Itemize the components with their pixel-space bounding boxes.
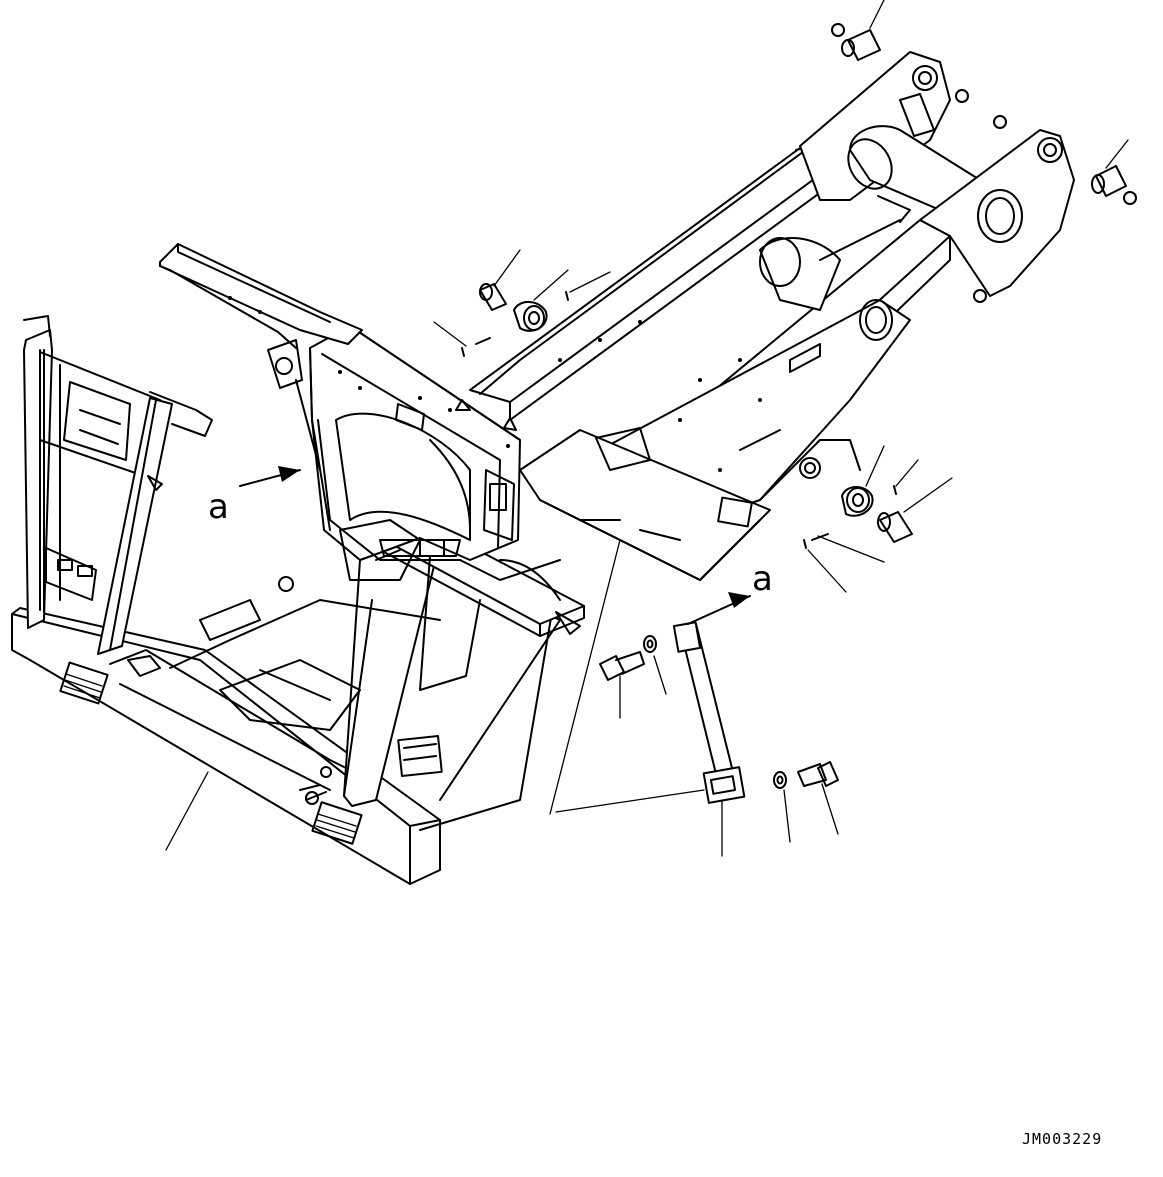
bumper-grille-left: [60, 663, 107, 704]
front-frame: [470, 52, 1074, 580]
callout-letter-left: a: [208, 487, 229, 527]
upper-left-arm: [160, 244, 362, 348]
pin-upper: [480, 284, 506, 310]
washer-lower: [774, 772, 786, 788]
seal-ring-3: [994, 116, 1006, 128]
pin-lower: [880, 512, 912, 542]
arrow-head-left: [278, 466, 300, 482]
rops-post-right: [344, 538, 438, 806]
arrow-head-right: [728, 592, 750, 608]
bumper-grille-right: [312, 802, 361, 844]
view-arrow-right: a: [688, 559, 773, 624]
drawing-code: JM003229: [1022, 1130, 1102, 1148]
rops-frame-left: [40, 350, 160, 612]
cylinder-middle: [760, 238, 840, 310]
front-tower-lower: [920, 130, 1074, 296]
pin-clip-upper: [476, 338, 490, 344]
seal-ring-4: [1124, 192, 1136, 204]
rops-diagonal-post: [98, 398, 172, 654]
callout-letter-right: a: [752, 559, 773, 599]
rear-bumper: [12, 608, 440, 884]
rear-frame: [12, 316, 584, 884]
seal-ring-1: [832, 24, 844, 36]
loose-parts: [462, 24, 1136, 803]
bushing-1: [848, 30, 880, 60]
leader-lines: [166, 0, 1128, 856]
center-bulkhead: [268, 326, 560, 600]
seal-ring-2: [956, 90, 968, 102]
spherical-bushing-upper: [514, 302, 547, 331]
washer-upper: [644, 636, 656, 652]
view-arrow-left: a: [208, 466, 300, 527]
